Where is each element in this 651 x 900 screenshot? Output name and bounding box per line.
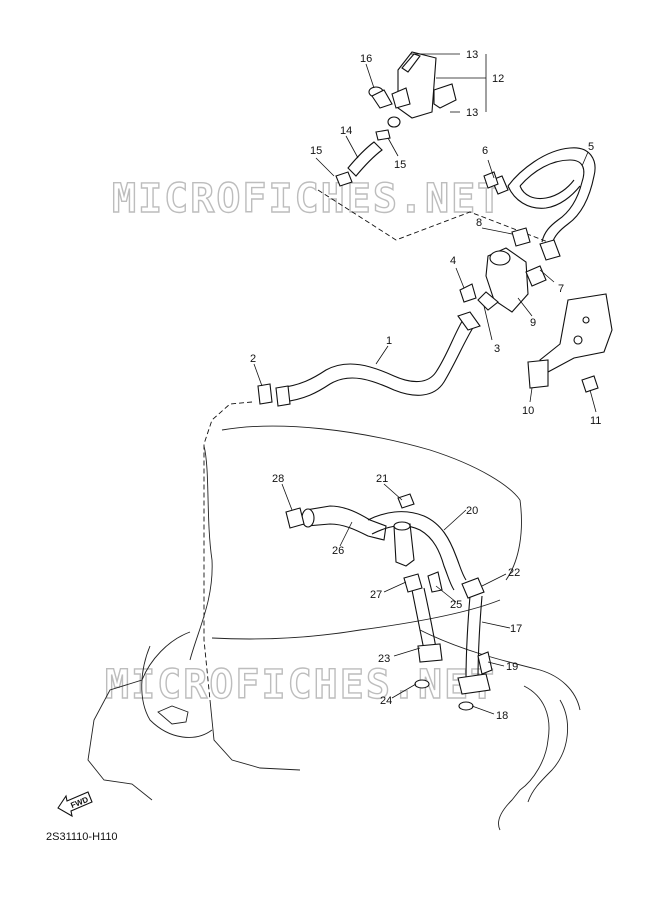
pipes-17-23 [403,571,493,711]
callout-23: 23 [378,653,390,665]
route-line-top [317,189,549,243]
callout-numbers: 1 2 3 4 5 6 7 8 9 10 11 12 13 13 14 15 1… [250,49,601,722]
hose-5 [491,147,596,261]
bracket-10 [527,293,613,393]
air-cut-valve-9 [459,171,547,313]
callout-17: 17 [510,623,522,635]
callout-22: 22 [508,567,520,579]
callout-13-top: 13 [466,49,478,61]
air-cut-valve-filter [368,51,457,128]
callout-16: 16 [360,53,372,65]
callout-15-right: 15 [394,159,406,171]
callout-21: 21 [376,473,388,485]
hose-14 [335,129,391,187]
callout-27: 27 [370,589,382,601]
callout-20: 20 [466,505,478,517]
hose-1 [257,311,481,407]
callout-4: 4 [450,255,456,267]
callout-6: 6 [482,145,488,157]
diagram-code: 2S31110-H110 [46,831,118,843]
callout-1: 1 [386,335,392,347]
callout-28: 28 [272,473,284,485]
callout-7: 7 [558,283,564,295]
callout-24: 24 [380,695,392,707]
callout-18: 18 [496,710,508,722]
fwd-arrow-icon: FWD [57,791,93,818]
engine-outline [87,401,581,831]
hose-20-26 [285,493,467,591]
callout-19: 19 [506,661,518,673]
callout-8: 8 [476,217,482,229]
callout-13-bottom: 13 [466,107,478,119]
callout-15-left: 15 [310,145,322,157]
callout-5: 5 [588,141,594,153]
callout-10: 10 [522,405,534,417]
watermark-top: MICROFICHES.NET [112,176,503,222]
leader-lines [253,53,597,715]
callout-3: 3 [494,343,500,355]
callout-26: 26 [332,545,344,557]
callout-11: 11 [590,415,601,427]
callout-14: 14 [340,125,352,137]
callout-2: 2 [250,353,256,365]
callout-12: 12 [492,73,504,85]
callout-9: 9 [530,317,536,329]
callout-25: 25 [450,599,462,611]
watermark-bottom: MICROFICHES.NET [105,662,496,708]
